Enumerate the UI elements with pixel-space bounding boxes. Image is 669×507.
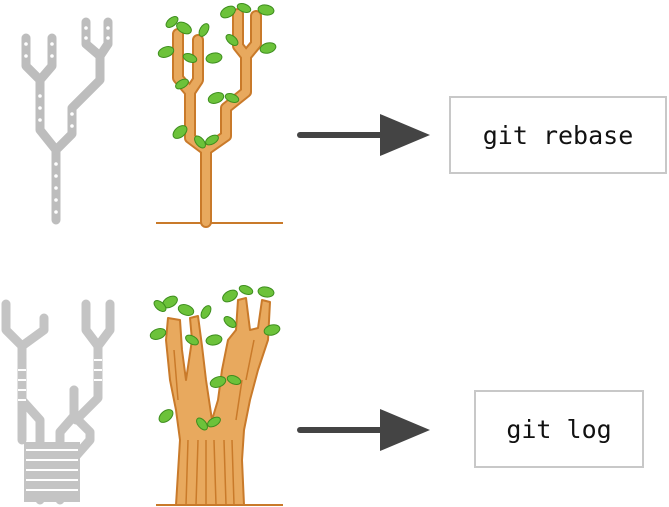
merged-commit-graph-icon [1, 299, 115, 505]
git-log-label: git log [506, 414, 612, 444]
git-log-box: git log [474, 390, 644, 468]
right-arrow-icon [297, 409, 430, 451]
git-rebase-box: git rebase [449, 96, 667, 174]
linear-commit-graph-icon [21, 17, 113, 225]
thick-trunk-tree-icon [149, 285, 283, 506]
branching-tree-icon [156, 3, 283, 228]
commit-dots-top [24, 26, 110, 214]
right-arrow-icon [297, 114, 430, 156]
git-rebase-label: git rebase [482, 120, 634, 150]
merged-commit-rungs [18, 359, 102, 491]
